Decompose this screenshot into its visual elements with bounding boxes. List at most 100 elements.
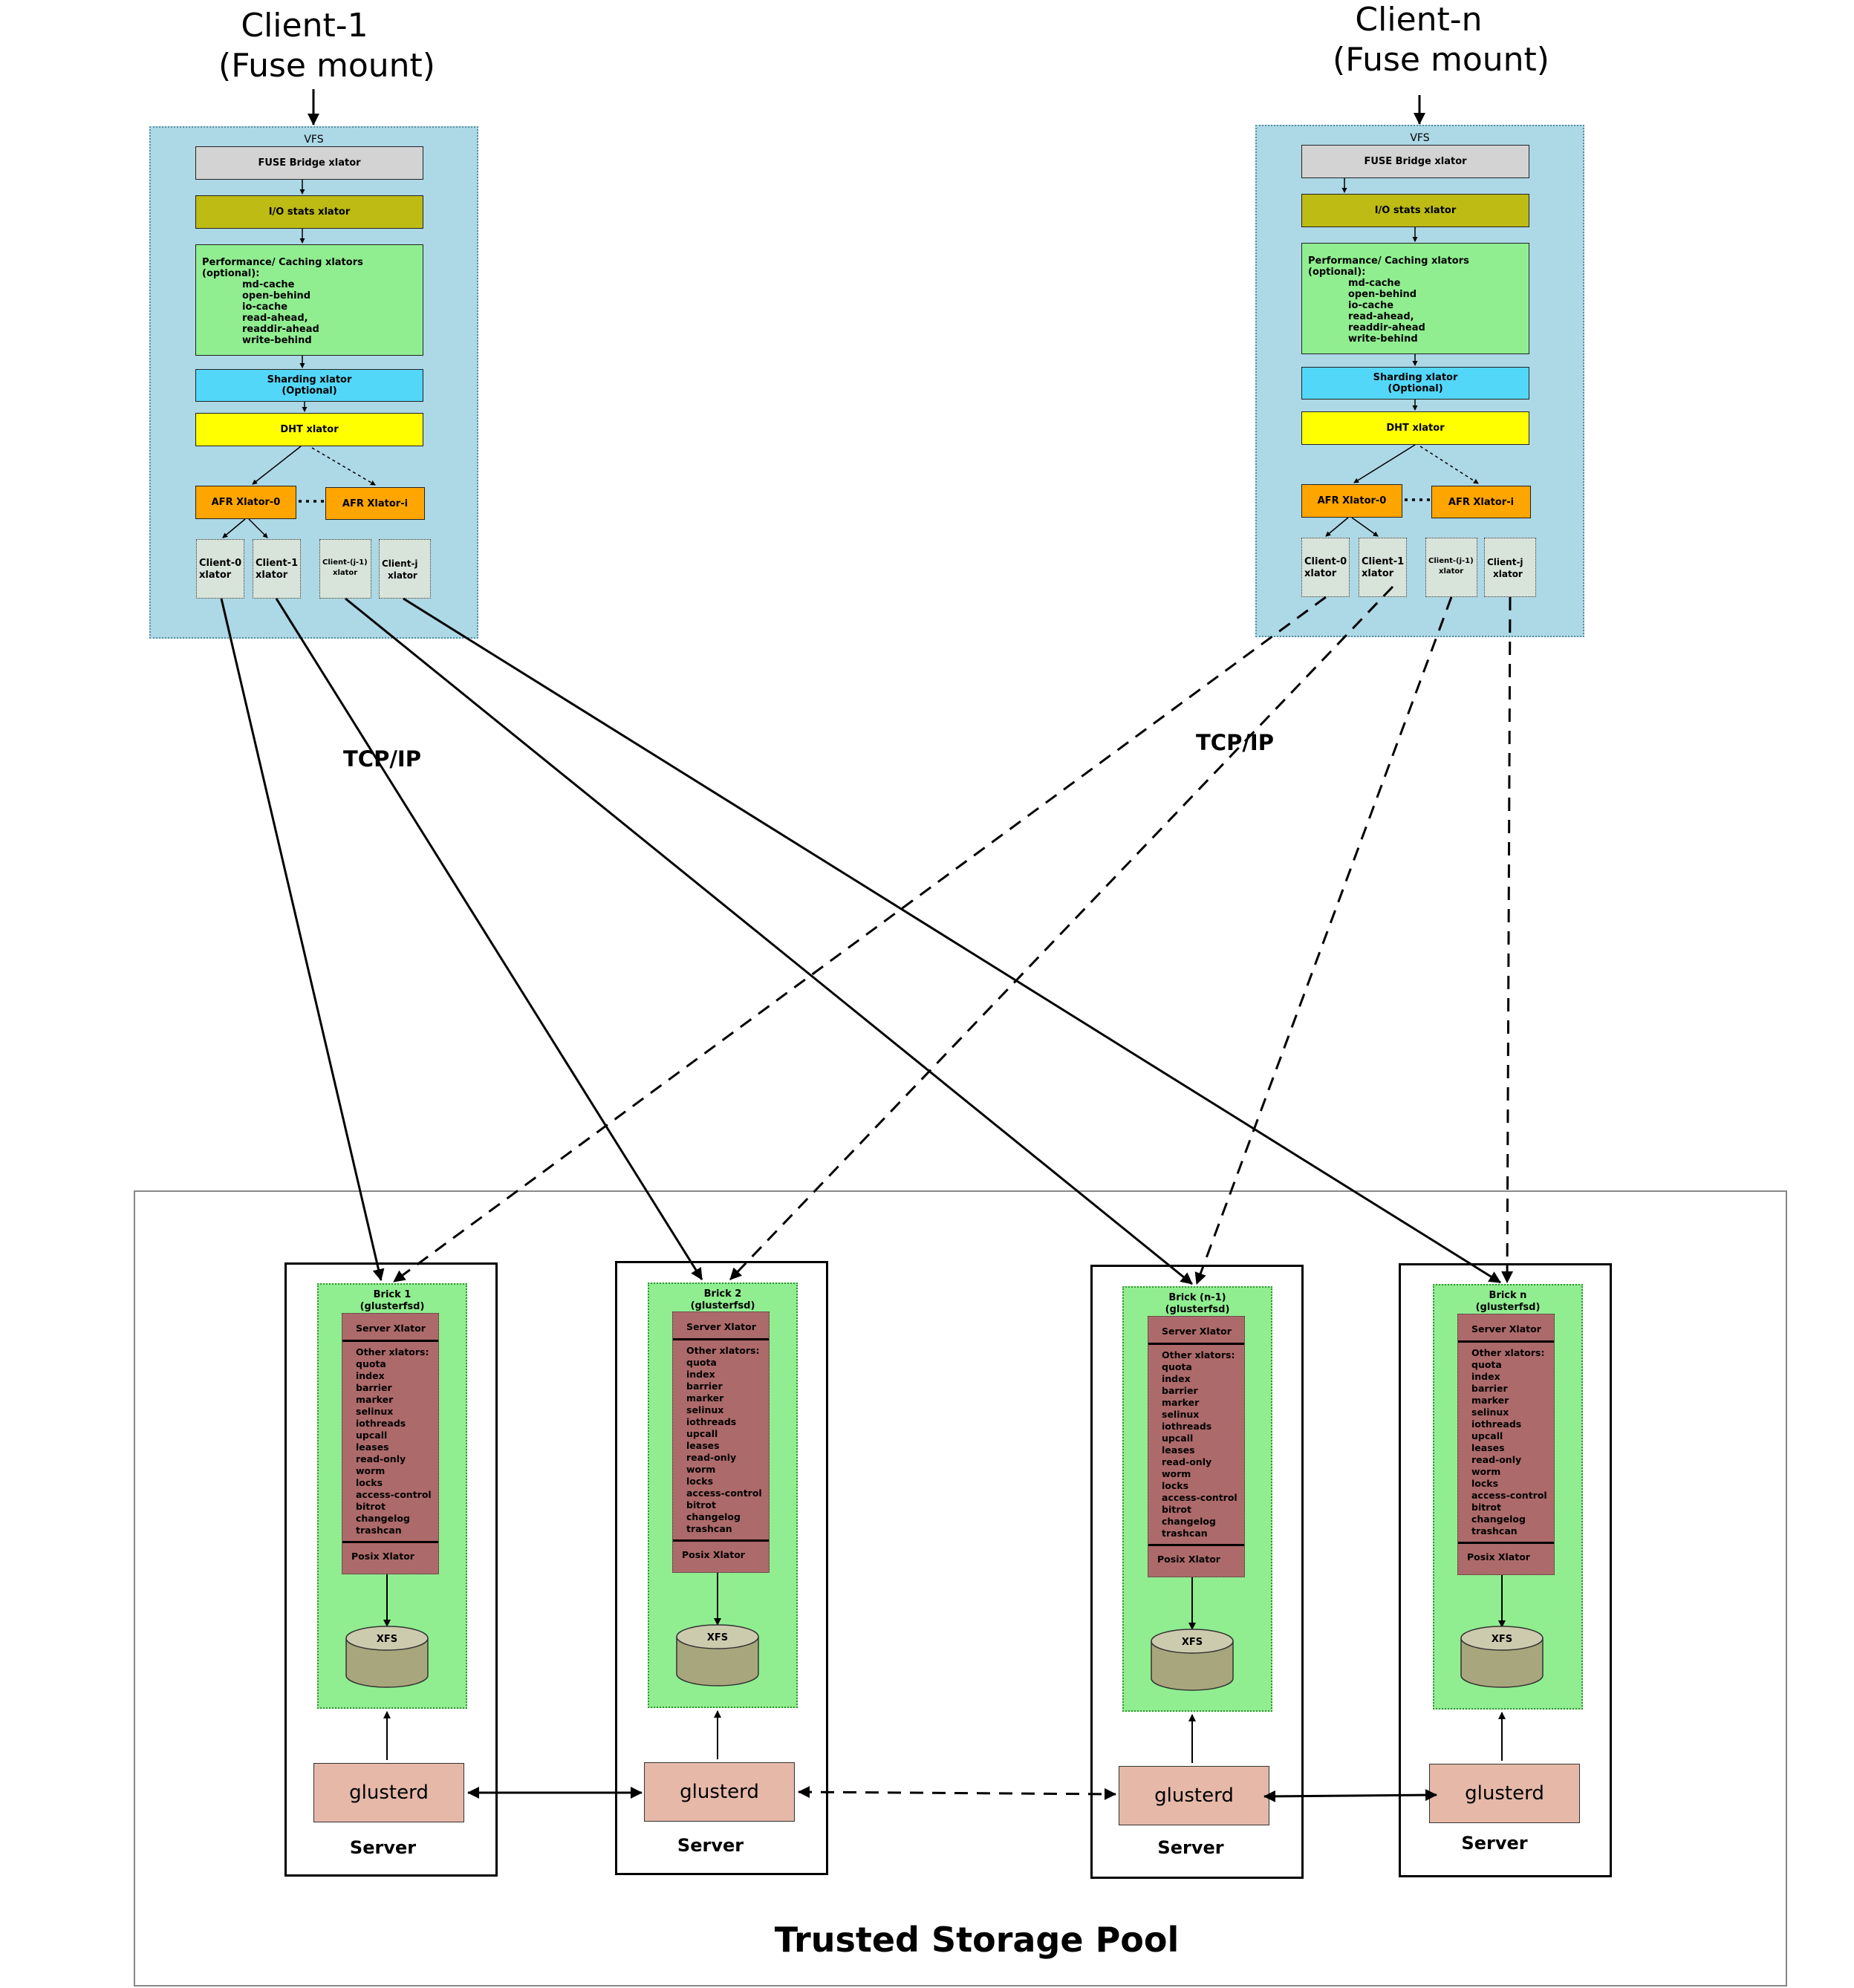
sharding-xlator-optional: (Optional) bbox=[282, 385, 337, 397]
other-xlator-item: iothreads bbox=[1471, 1418, 1522, 1430]
client-1-tcp-links bbox=[220, 597, 1501, 1285]
client-0-xlator[interactable]: Client-0 xlator bbox=[1301, 538, 1350, 597]
perf-item: io-cache bbox=[1348, 300, 1394, 311]
xfs-disk-icon bbox=[676, 1624, 759, 1686]
brick-process: (glusterfsd) bbox=[690, 1300, 755, 1311]
glusterd-n[interactable]: glusterd bbox=[1429, 1764, 1580, 1823]
xfs-label: XFS bbox=[377, 1634, 397, 1645]
io-stats-xlator[interactable]: I/O stats xlator bbox=[195, 195, 423, 229]
afr-xlator-0[interactable]: AFR Xlator-0 bbox=[1301, 484, 1402, 518]
other-xlator-item: changelog bbox=[686, 1511, 741, 1522]
io-stats-xlator[interactable]: I/O stats xlator bbox=[1301, 194, 1529, 227]
brick-process: (glusterfsd) bbox=[360, 1301, 425, 1312]
other-xlators-heading: Other xlators: bbox=[1162, 1349, 1235, 1360]
other-xlators-heading: Other xlators: bbox=[1471, 1347, 1545, 1358]
glusterd-2[interactable]: glusterd bbox=[644, 1762, 795, 1822]
dht-xlator[interactable]: DHT xlator bbox=[195, 413, 423, 446]
other-xlator-item: leases bbox=[356, 1441, 389, 1453]
client-1-internal-arrows bbox=[222, 180, 376, 538]
other-xlator-item: upcall bbox=[686, 1428, 718, 1439]
brick-name: Brick n bbox=[1489, 1290, 1527, 1301]
client-1-xlator[interactable]: Client-1 xlator bbox=[1359, 538, 1407, 597]
other-xlator-item: worm bbox=[356, 1465, 386, 1476]
other-xlator-item: worm bbox=[1471, 1466, 1501, 1477]
client-xlator-label: Client-1 bbox=[256, 558, 299, 569]
other-xlator-item: worm bbox=[686, 1464, 716, 1475]
other-xlators: Other xlators: quota index barrier marke… bbox=[342, 1342, 438, 1536]
brick-xlator-stack[interactable]: Server Xlator Other xlators: quota index… bbox=[342, 1313, 439, 1574]
sharding-xlator-optional: (Optional) bbox=[1388, 383, 1443, 394]
xfs-label: XFS bbox=[1492, 1634, 1512, 1645]
client-0-xlator[interactable]: Client-0 xlator bbox=[196, 539, 244, 599]
fuse-bridge-xlator[interactable]: FUSE Bridge xlator bbox=[195, 146, 423, 180]
brick-xlator-stack[interactable]: Server Xlator Other xlators: quota index… bbox=[672, 1311, 770, 1573]
perf-item: readdir-ahead bbox=[242, 324, 319, 335]
fuse-bridge-xlator[interactable]: FUSE Bridge xlator bbox=[1301, 145, 1529, 178]
client-xlator-label: xlator bbox=[1439, 567, 1464, 576]
other-xlators: Other xlators: quota index barrier marke… bbox=[1458, 1343, 1554, 1537]
other-xlator-item: worm bbox=[1162, 1468, 1191, 1479]
client-xlator-label: xlator bbox=[333, 569, 358, 577]
server-xlator: Server Xlator bbox=[673, 1312, 769, 1340]
other-xlator-item: bitrot bbox=[1162, 1504, 1191, 1515]
client-xlator-label: Client-j bbox=[1487, 557, 1523, 567]
posix-xlator: Posix Xlator bbox=[673, 1539, 769, 1572]
client-j-1-xlator[interactable]: Client-(j-1) xlator bbox=[1425, 538, 1477, 597]
client-1-xlator[interactable]: Client-1 xlator bbox=[253, 539, 301, 599]
other-xlator-item: index bbox=[1471, 1371, 1500, 1382]
perf-item: md-cache bbox=[242, 279, 295, 290]
vfs-label: VFS bbox=[1410, 132, 1430, 144]
other-xlator-item: barrier bbox=[356, 1382, 392, 1393]
brick-xlator-stack[interactable]: Server Xlator Other xlators: quota index… bbox=[1457, 1314, 1555, 1575]
perf-item: write-behind bbox=[1348, 333, 1418, 345]
other-xlator-item: index bbox=[356, 1370, 385, 1381]
other-xlators-heading: Other xlators: bbox=[356, 1346, 429, 1358]
xfs-disk-icon bbox=[345, 1626, 429, 1688]
server-xlator: Server Xlator bbox=[342, 1314, 438, 1342]
client-j-1-xlator[interactable]: Client-(j-1) xlator bbox=[319, 539, 371, 599]
other-xlator-item: trashcan bbox=[1162, 1528, 1208, 1539]
performance-xlators-box[interactable]: Performance/ Caching xlators (optional):… bbox=[195, 244, 423, 356]
other-xlator-item: quota bbox=[356, 1358, 386, 1369]
server-label: Server bbox=[677, 1835, 744, 1856]
sharding-xlator[interactable]: Sharding xlator (Optional) bbox=[1301, 367, 1529, 400]
other-xlator-item: upcall bbox=[356, 1430, 388, 1441]
other-xlators: Other xlators: quota index barrier marke… bbox=[673, 1340, 769, 1535]
client-n-title-line2: (Fuse mount) bbox=[1333, 41, 1549, 79]
sharding-xlator[interactable]: Sharding xlator (Optional) bbox=[195, 369, 423, 402]
other-xlators-heading: Other xlators: bbox=[686, 1345, 760, 1356]
brick-name: Brick 2 bbox=[703, 1288, 742, 1300]
glusterd-1[interactable]: glusterd bbox=[313, 1763, 464, 1822]
client-xlator-label: Client-1 bbox=[1362, 556, 1405, 567]
other-xlator-item: quota bbox=[1162, 1361, 1192, 1372]
other-xlator-item: trashcan bbox=[1471, 1525, 1518, 1536]
client-j-xlator[interactable]: Client-j xlator bbox=[1484, 538, 1536, 597]
other-xlator-item: trashcan bbox=[686, 1523, 732, 1534]
client-j-xlator[interactable]: Client-j xlator bbox=[379, 539, 431, 599]
sharding-xlator-label: Sharding xlator bbox=[267, 374, 352, 385]
afr-xlator-i[interactable]: AFR Xlator-i bbox=[1431, 486, 1531, 518]
other-xlator-item: locks bbox=[1162, 1480, 1189, 1491]
other-xlator-item: read-only bbox=[686, 1452, 737, 1463]
server-xlator: Server Xlator bbox=[1148, 1317, 1244, 1345]
client-xlator-label: xlator bbox=[1493, 569, 1523, 579]
afr-xlator-0[interactable]: AFR Xlator-0 bbox=[195, 486, 296, 519]
glusterd-n-1[interactable]: glusterd bbox=[1119, 1766, 1269, 1825]
other-xlator-item: iothreads bbox=[686, 1416, 737, 1427]
brick-name: Brick 1 bbox=[373, 1289, 412, 1300]
other-xlator-item: access-control bbox=[1162, 1492, 1237, 1503]
performance-xlators-box[interactable]: Performance/ Caching xlators (optional):… bbox=[1301, 243, 1529, 354]
xfs-disk-icon bbox=[1151, 1629, 1234, 1691]
afr-xlator-i[interactable]: AFR Xlator-i bbox=[325, 487, 425, 520]
perf-item: readdir-ahead bbox=[1348, 322, 1425, 333]
other-xlator-item: read-only bbox=[1471, 1454, 1522, 1465]
brick-xlator-stack[interactable]: Server Xlator Other xlators: quota index… bbox=[1148, 1316, 1245, 1577]
client-1-title-line1: Client-1 bbox=[241, 7, 368, 45]
other-xlator-item: iothreads bbox=[356, 1418, 406, 1429]
other-xlator-item: barrier bbox=[1162, 1385, 1198, 1396]
dht-xlator[interactable]: DHT xlator bbox=[1301, 411, 1529, 445]
client-n-title: Client-n (Fuse mount) bbox=[1292, 0, 1590, 80]
sharding-xlator-label: Sharding xlator bbox=[1373, 372, 1458, 383]
brick-process: (glusterfsd) bbox=[1165, 1304, 1230, 1315]
